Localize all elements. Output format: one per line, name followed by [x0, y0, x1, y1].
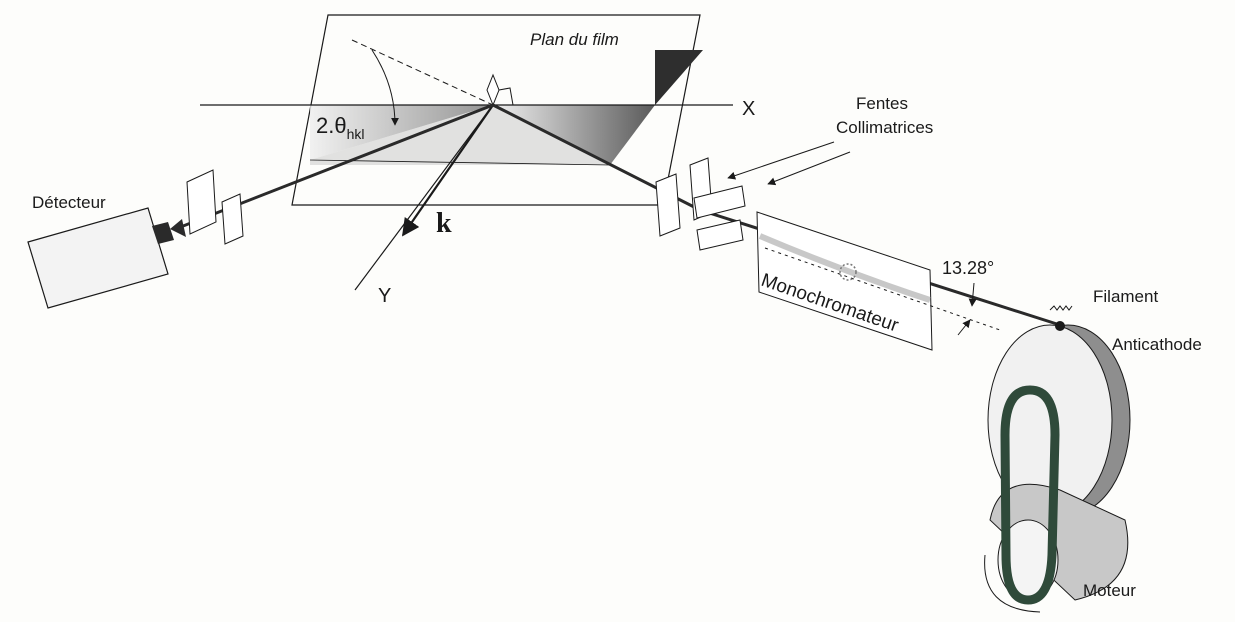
filament-label: Filament [1093, 287, 1158, 306]
y-axis-line [354, 104, 494, 291]
slit-pointer-arrow-1 [727, 141, 835, 180]
slits-label-line2: Collimatrices [836, 118, 933, 137]
slits-label: Fentes [856, 94, 908, 113]
collimator-slits [655, 157, 746, 251]
angle-arrow-top [968, 282, 977, 307]
crystal-sample [486, 73, 500, 107]
slit-pointer-arrow-2 [767, 151, 851, 186]
filament-zigzag-icon [1049, 305, 1073, 311]
film-plane-label: Plan du film [530, 30, 619, 49]
x-axis-label: X [742, 98, 755, 120]
angle-2theta-label: 2.θhkl [316, 113, 365, 142]
y-axis-label: Y [378, 285, 391, 307]
anode-spot [1055, 321, 1065, 331]
angle-value-label: 13.28° [942, 258, 994, 278]
k-vector-label: k [436, 208, 452, 239]
monochromator-spot [839, 263, 857, 281]
angle-arrow-bottom [957, 319, 971, 336]
drive-belt [1000, 385, 1060, 605]
film-plane [291, 14, 703, 206]
monochromator [756, 211, 1001, 351]
detector-label: Détecteur [32, 193, 106, 212]
motor-label: Moteur [1083, 581, 1136, 600]
anticathode-label: Anticathode [1112, 335, 1202, 354]
k-vector-arrow [401, 104, 494, 237]
anticathode [987, 321, 1131, 516]
detector-slits [186, 169, 244, 245]
film-shadow-triangle [655, 50, 703, 105]
detector [27, 207, 186, 309]
angle-arc [371, 49, 399, 126]
diffraction-wedge-right [493, 105, 655, 165]
